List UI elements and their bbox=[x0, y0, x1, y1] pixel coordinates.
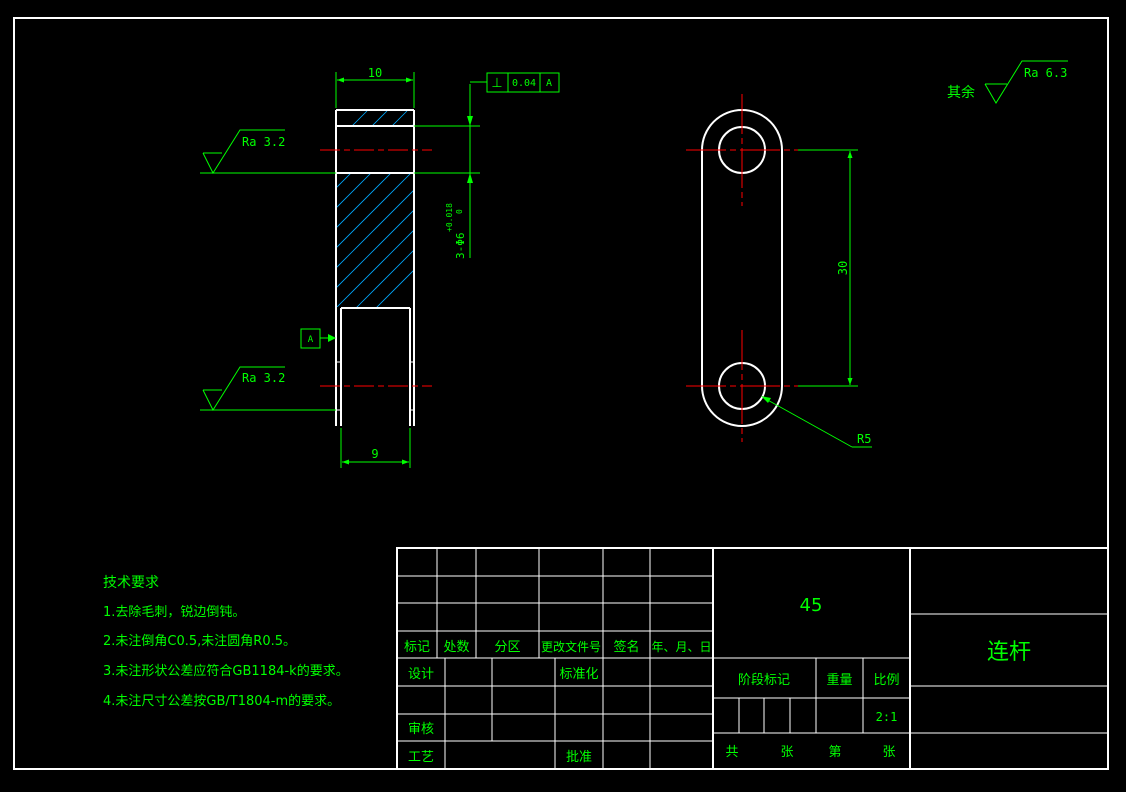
drawing-frame bbox=[13, 17, 1109, 770]
sheet-no-label: 第 bbox=[828, 745, 841, 760]
bottom-width-dim-text: 9 bbox=[371, 447, 378, 461]
design-label: 设计 bbox=[408, 667, 434, 682]
side-section-view: 10 bbox=[200, 66, 560, 468]
link-outline bbox=[701, 109, 783, 427]
rev-header: 更改文件号 bbox=[541, 639, 601, 654]
part-name: 连杆 bbox=[987, 640, 1031, 665]
sheets-unit-label: 张 bbox=[780, 745, 793, 760]
notes-title: 技术要求 bbox=[103, 575, 159, 591]
hole-dim-text: 3-Φ6 bbox=[454, 233, 467, 260]
datum-a-label: A bbox=[308, 335, 314, 345]
roughness-symbol-bottom bbox=[200, 366, 336, 412]
tol-symbol: ⊥ bbox=[491, 76, 502, 91]
rev-header: 标记 bbox=[404, 640, 430, 655]
front-view: 30 R5 bbox=[686, 94, 872, 448]
notes-item: 3.未注形状公差应符合GB1184-k的要求。 bbox=[103, 663, 349, 679]
rev-header: 处数 bbox=[443, 640, 469, 655]
weight-label: 重量 bbox=[826, 672, 852, 688]
sheets-total-label: 共 bbox=[725, 745, 738, 760]
hatch-top bbox=[351, 111, 414, 126]
roughness-other: 其余 Ra 6.3 bbox=[947, 60, 1068, 104]
datum-a-marker: A bbox=[300, 328, 336, 349]
hatch-middle bbox=[337, 174, 414, 307]
rev-header: 年、月、日 bbox=[651, 640, 711, 654]
rev-header: 分区 bbox=[494, 640, 520, 655]
roughness-other-text: Ra 6.3 bbox=[1024, 66, 1067, 80]
technical-notes: 技术要求 1.去除毛刺，锐边倒钝。 2.未注倒角C0.5,未注圆角R0.5。 3… bbox=[103, 575, 349, 709]
hole-dim-arrow-bottom bbox=[467, 173, 473, 183]
tol-value: 0.04 bbox=[512, 78, 536, 89]
radius-arrow bbox=[761, 396, 771, 403]
hole-dim-arrow-top bbox=[467, 116, 473, 126]
stage-mark-label: 阶段标记 bbox=[738, 673, 790, 688]
rev-header: 签名 bbox=[613, 639, 639, 655]
process-label: 工艺 bbox=[408, 750, 434, 765]
roughness-text-top: Ra 3.2 bbox=[242, 135, 285, 149]
scale-label: 比例 bbox=[873, 673, 899, 688]
hole-tol-upper: +0.018 bbox=[445, 203, 454, 232]
review-label: 审核 bbox=[408, 722, 434, 737]
hole-tol-lower: 0 bbox=[455, 209, 464, 214]
tol-datum: A bbox=[546, 78, 552, 89]
section-outline bbox=[335, 109, 415, 426]
scale-value: 2:1 bbox=[876, 710, 898, 724]
roughness-other-prefix: 其余 bbox=[947, 84, 975, 101]
material-text: 45 bbox=[800, 595, 823, 616]
notes-item: 4.未注尺寸公差按GB/T1804-m的要求。 bbox=[103, 693, 340, 709]
distance-dim-text: 30 bbox=[836, 261, 850, 275]
roughness-symbol-top bbox=[200, 129, 336, 175]
notes-item: 2.未注倒角C0.5,未注圆角R0.5。 bbox=[103, 634, 296, 649]
radius-text: R5 bbox=[857, 432, 871, 446]
radius-leader bbox=[763, 397, 853, 448]
top-width-dim-text: 10 bbox=[368, 66, 382, 80]
notes-item: 1.去除毛刺，锐边倒钝。 bbox=[103, 605, 245, 620]
sheet-unit2-label: 张 bbox=[882, 745, 895, 760]
title-block: 标记 处数 分区 更改文件号 签名 年、月、日 设计 标准化 审核 工艺 批准 … bbox=[396, 547, 1109, 770]
standardize-label: 标准化 bbox=[559, 667, 598, 682]
roughness-text-bottom: Ra 3.2 bbox=[242, 371, 285, 385]
approve-label: 批准 bbox=[566, 750, 592, 765]
geometric-tolerance-frame: ⊥ 0.04 A bbox=[486, 72, 560, 93]
